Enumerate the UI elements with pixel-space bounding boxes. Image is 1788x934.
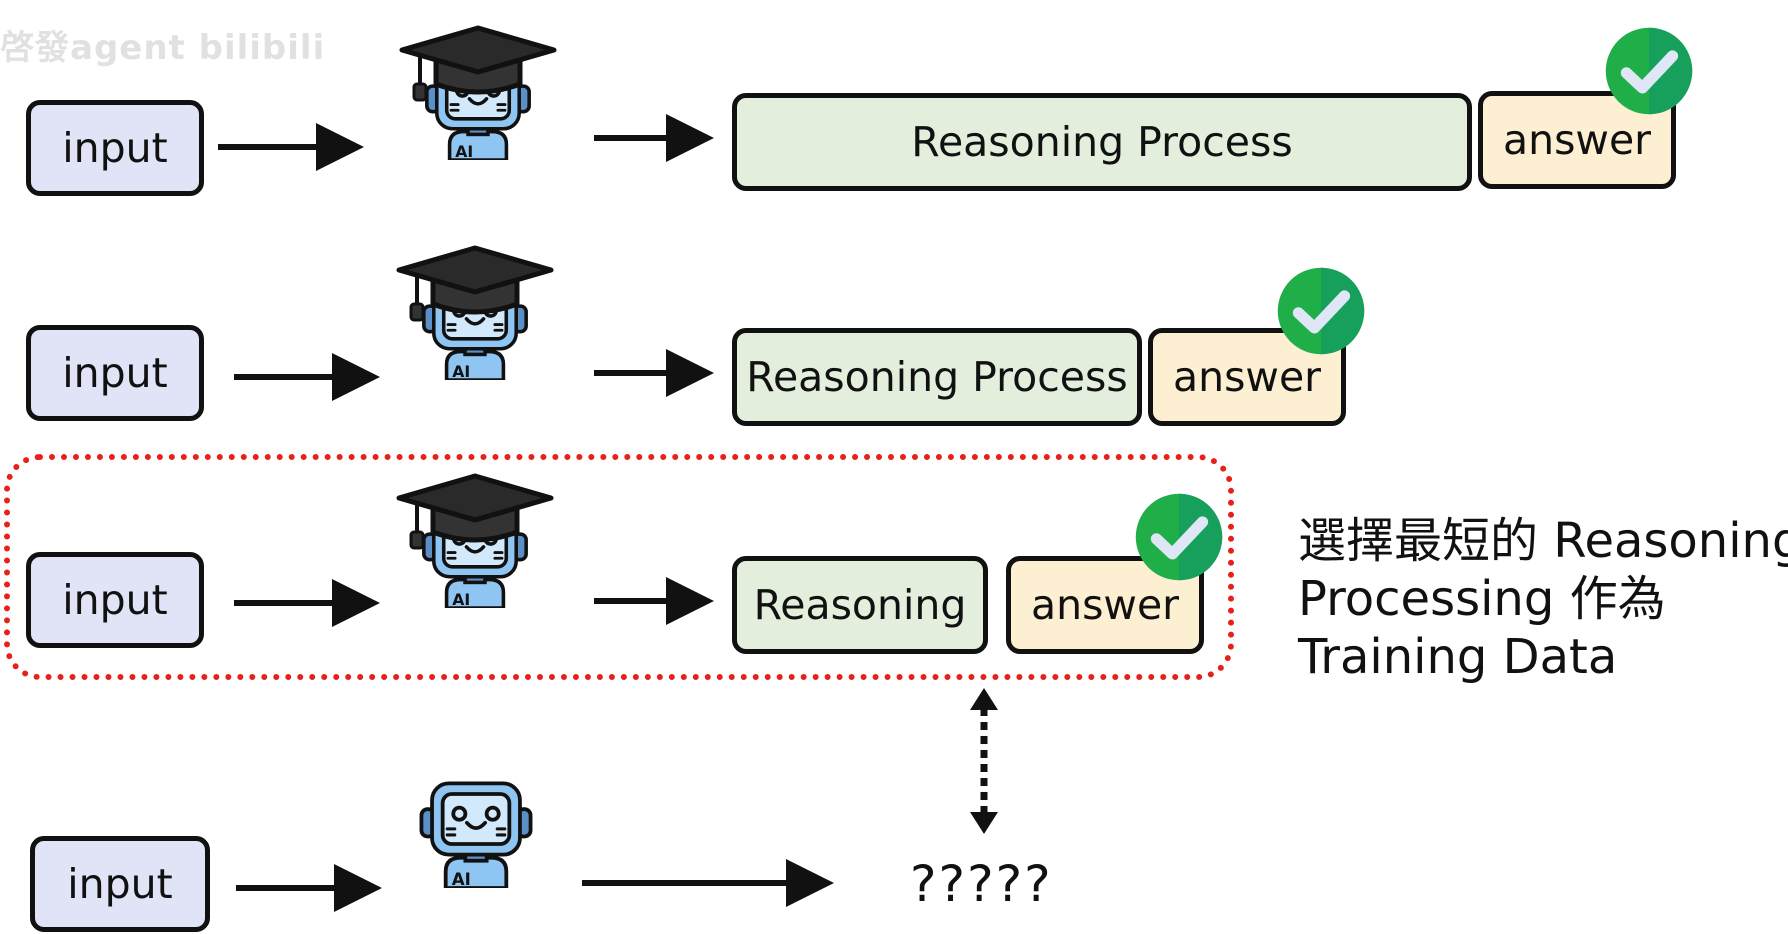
note-line-1: 選擇最短的 Reasoning xyxy=(1298,513,1788,569)
note-line-2: Processing 作為 xyxy=(1298,571,1666,627)
input-box-row-4: input xyxy=(30,836,210,932)
answer-label: answer xyxy=(1502,116,1652,164)
input-label: input xyxy=(62,576,168,624)
reasoning-label: Reasoning Process xyxy=(911,118,1293,166)
graduation-cap-icon xyxy=(395,472,555,552)
unknown-output: ????? xyxy=(910,855,1053,913)
checkmark-icon xyxy=(1602,24,1696,118)
watermark: 啓發agent bilibili xyxy=(0,28,326,68)
answer-label: answer xyxy=(1030,581,1180,629)
reasoning-box-row-2: Reasoning Process xyxy=(732,328,1142,426)
note-line-3: Training Data xyxy=(1298,629,1618,685)
input-box-row-2: input xyxy=(26,325,204,421)
input-label: input xyxy=(62,124,168,172)
reasoning-box-row-3: Reasoning xyxy=(732,556,988,654)
graduation-cap-icon xyxy=(395,244,555,324)
reasoning-box-row-1: Reasoning Process xyxy=(732,93,1472,191)
selection-highlight xyxy=(4,454,1234,680)
input-label: input xyxy=(67,860,173,908)
selection-note: 選擇最短的 Reasoning Processing 作為 Training D… xyxy=(1298,512,1788,686)
answer-label: answer xyxy=(1172,353,1322,401)
robot-student-icon xyxy=(396,790,556,934)
reasoning-label: Reasoning Process xyxy=(746,353,1128,401)
checkmark-icon xyxy=(1274,264,1368,358)
reasoning-label: Reasoning xyxy=(753,581,967,629)
input-box-row-1: input xyxy=(26,100,204,196)
graduation-cap-icon xyxy=(398,24,558,104)
input-label: input xyxy=(62,349,168,397)
input-box-row-3: input xyxy=(26,552,204,648)
checkmark-icon xyxy=(1132,490,1226,584)
